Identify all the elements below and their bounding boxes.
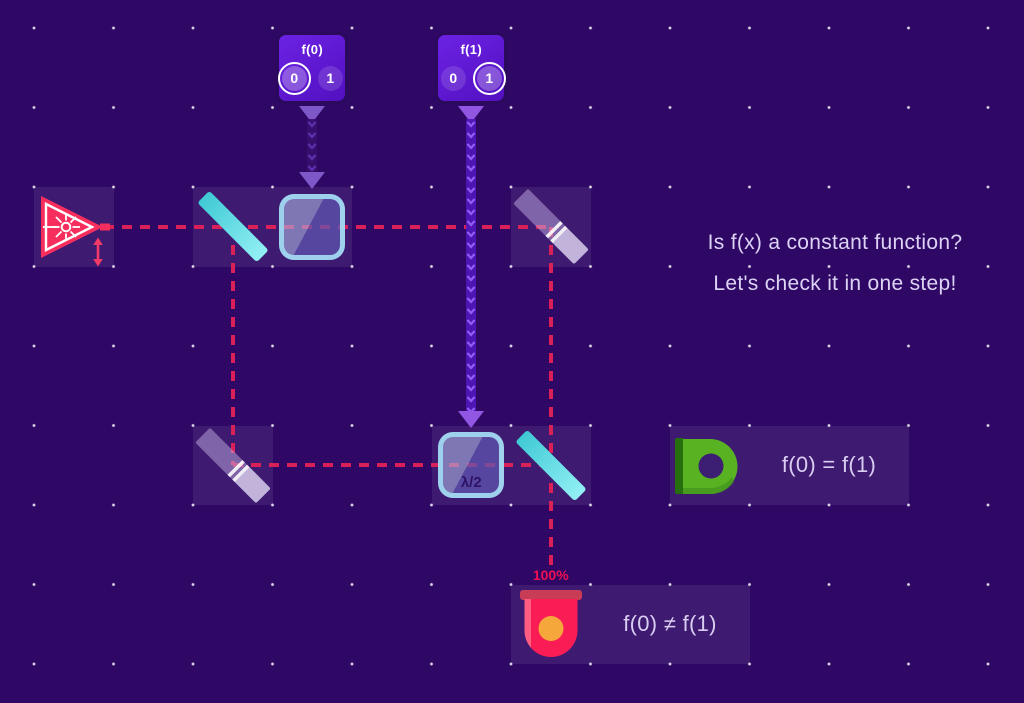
beam-segment-to-detector: [548, 465, 553, 568]
detector-not-equal-label: f(0) ≠ f(1): [623, 611, 717, 637]
caption-text: Is f(x) a constant function? Let's check…: [645, 231, 1024, 296]
option-0[interactable]: 0: [440, 65, 466, 91]
detector-lens: [538, 615, 564, 641]
function-box-f1[interactable]: f(1) 0 1: [435, 31, 508, 104]
detector-equal-label: f(0) = f(1): [781, 452, 877, 478]
arrow-down-icon: [458, 411, 484, 428]
half-wave-plate-icon[interactable]: λ/2: [438, 432, 505, 499]
caption-line-1: Is f(x) a constant function?: [707, 231, 963, 254]
option-1[interactable]: 1: [317, 65, 343, 91]
function-box-f0[interactable]: f(0) 0 1: [276, 31, 349, 104]
function-box-label: f(1): [460, 41, 482, 57]
polarization-arrow-icon[interactable]: [90, 237, 106, 267]
beam-segment-right-down: [548, 227, 553, 465]
option-1[interactable]: 1: [472, 61, 507, 96]
half-wave-plate-label: λ/2: [460, 474, 482, 492]
detector-equal-icon[interactable]: [670, 426, 750, 506]
option-0[interactable]: 0: [277, 61, 312, 96]
detector-not-equal-icon[interactable]: [511, 585, 591, 665]
control-wire-f1: [466, 119, 476, 413]
arrow-down-icon: [299, 172, 325, 189]
beam-segment-left-down: [230, 227, 235, 465]
function-box-label: f(0): [301, 41, 323, 57]
control-wire-f0: [307, 119, 317, 175]
probability-readout: 100%: [532, 567, 569, 583]
caption-line-2: Let's check it in one step!: [713, 272, 957, 295]
glass-plate-icon[interactable]: [279, 193, 346, 260]
